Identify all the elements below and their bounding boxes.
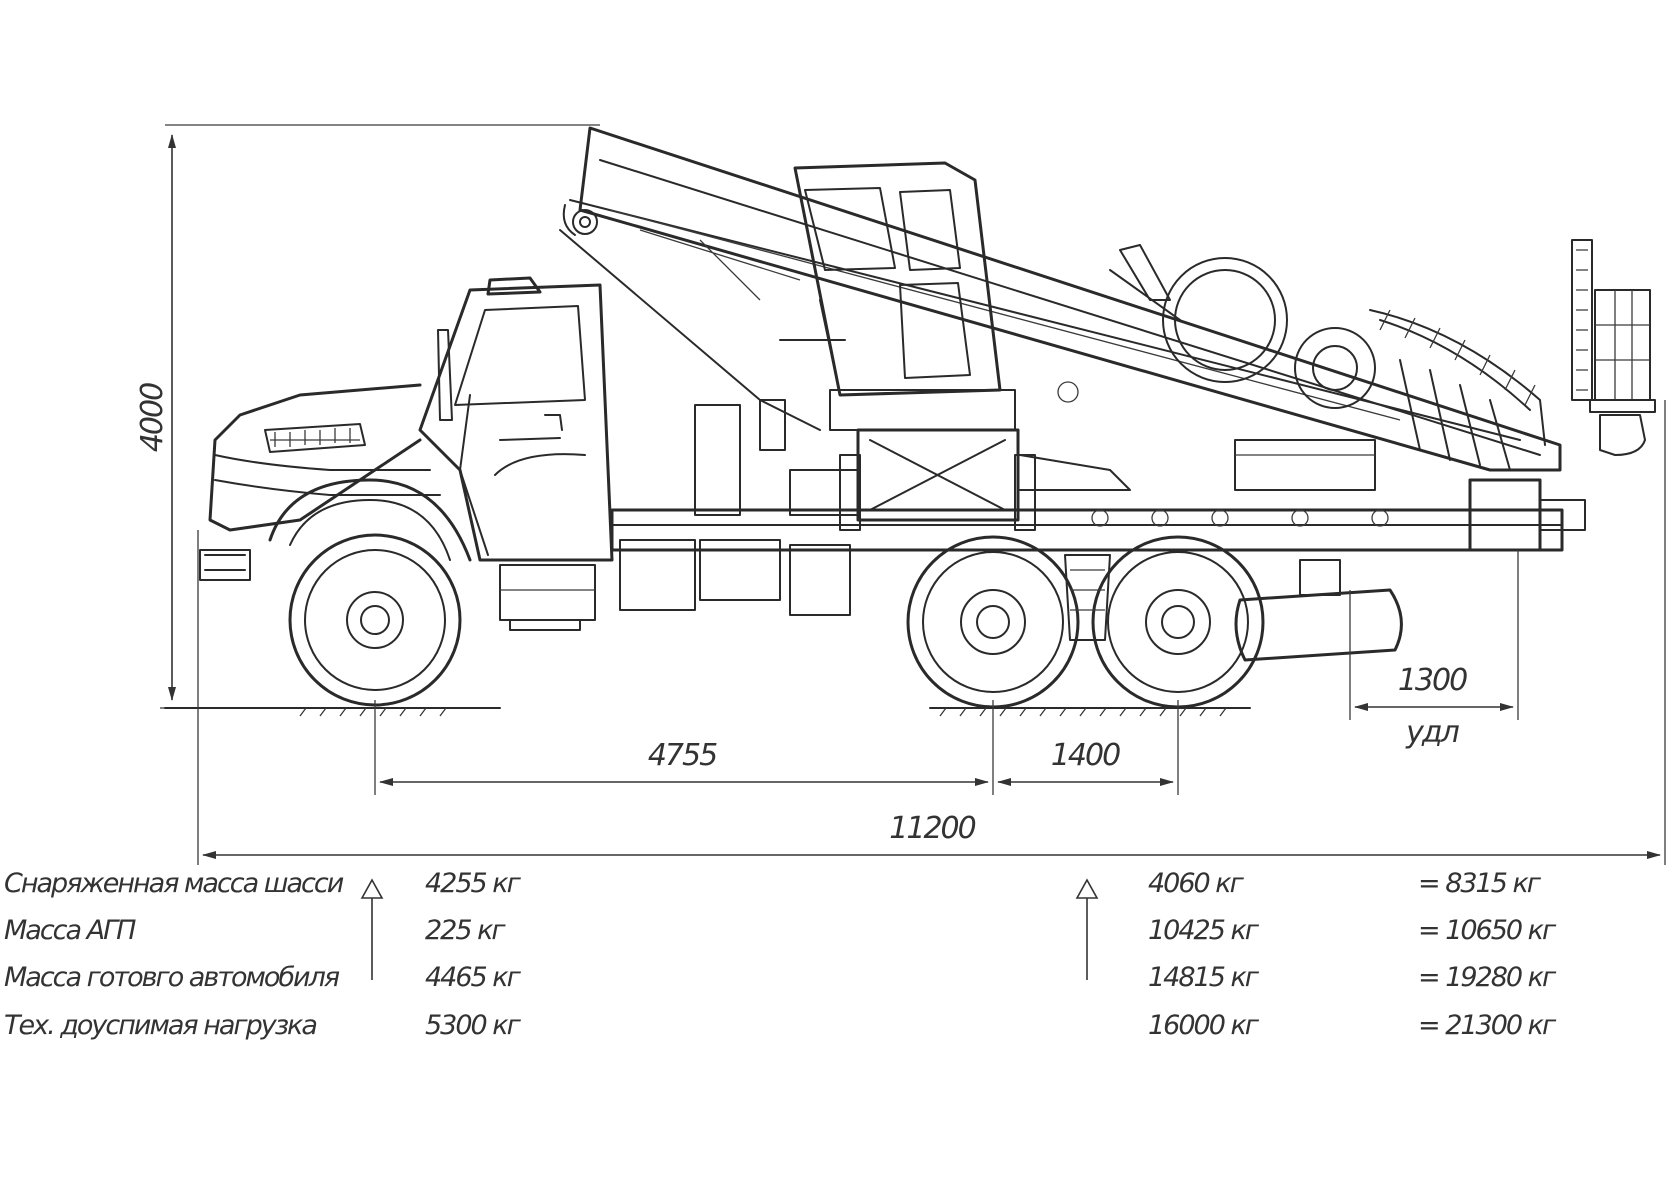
mass-table-total: = 8315 кг (1418, 868, 1541, 899)
wheelbase-label: 4755 (648, 738, 717, 773)
height-dimension: 4000 (135, 124, 600, 709)
mass-table-front: 4255 кг (425, 868, 521, 899)
wheelbase-dimension: 4755 (374, 700, 994, 795)
overhang-label: 1300 (1398, 663, 1467, 698)
bogie-spacing-label: 1400 (1051, 738, 1120, 773)
overall-length-label: 11200 (889, 811, 975, 846)
mass-table-front: 5300 кг (425, 1010, 521, 1041)
mass-table-total: = 19280 кг (1418, 962, 1556, 993)
mass-table-front: 4465 кг (425, 962, 521, 993)
mass-table-label: Масса АГП (4, 915, 136, 946)
overhang-dimension: 1300 удл (1349, 550, 1519, 750)
chassis-frame (610, 399, 1586, 616)
aerial-boom (559, 126, 1646, 472)
mass-table-label: Тех. доуспимая нагрузка (4, 1010, 318, 1041)
mass-table-total: = 21300 кг (1418, 1010, 1556, 1041)
rear-wheel-1 (906, 535, 1080, 709)
ground-line (164, 707, 1251, 717)
overall-length-dimension: 11200 (197, 400, 1666, 865)
turntable (839, 428, 1131, 531)
mass-table-rear: 4060 кг (1148, 868, 1244, 899)
rear-suspension (1064, 554, 1111, 641)
cable-drum-small (1294, 327, 1376, 409)
cable-drum-large (1162, 257, 1288, 383)
mass-table-label: Масса готовго автомобиля (4, 962, 340, 993)
mass-table-rear: 10425 кг (1148, 915, 1259, 946)
work-basket (1571, 239, 1656, 413)
driver-cab (199, 276, 614, 631)
bogie-spacing-dimension: 1400 (997, 700, 1179, 795)
front-wheel (288, 533, 462, 707)
mass-table-front: 225 кг (425, 915, 506, 946)
mass-table-label: Снаряженная масса шасси (4, 868, 344, 899)
rear-tank (1234, 559, 1403, 662)
overhang-sublabel: удл (1405, 715, 1459, 750)
mass-table-rear: 16000 кг (1148, 1010, 1259, 1041)
height-dimension-label: 4000 (135, 383, 170, 452)
mass-table-total: = 10650 кг (1418, 915, 1556, 946)
mass-table-rear: 14815 кг (1148, 962, 1259, 993)
